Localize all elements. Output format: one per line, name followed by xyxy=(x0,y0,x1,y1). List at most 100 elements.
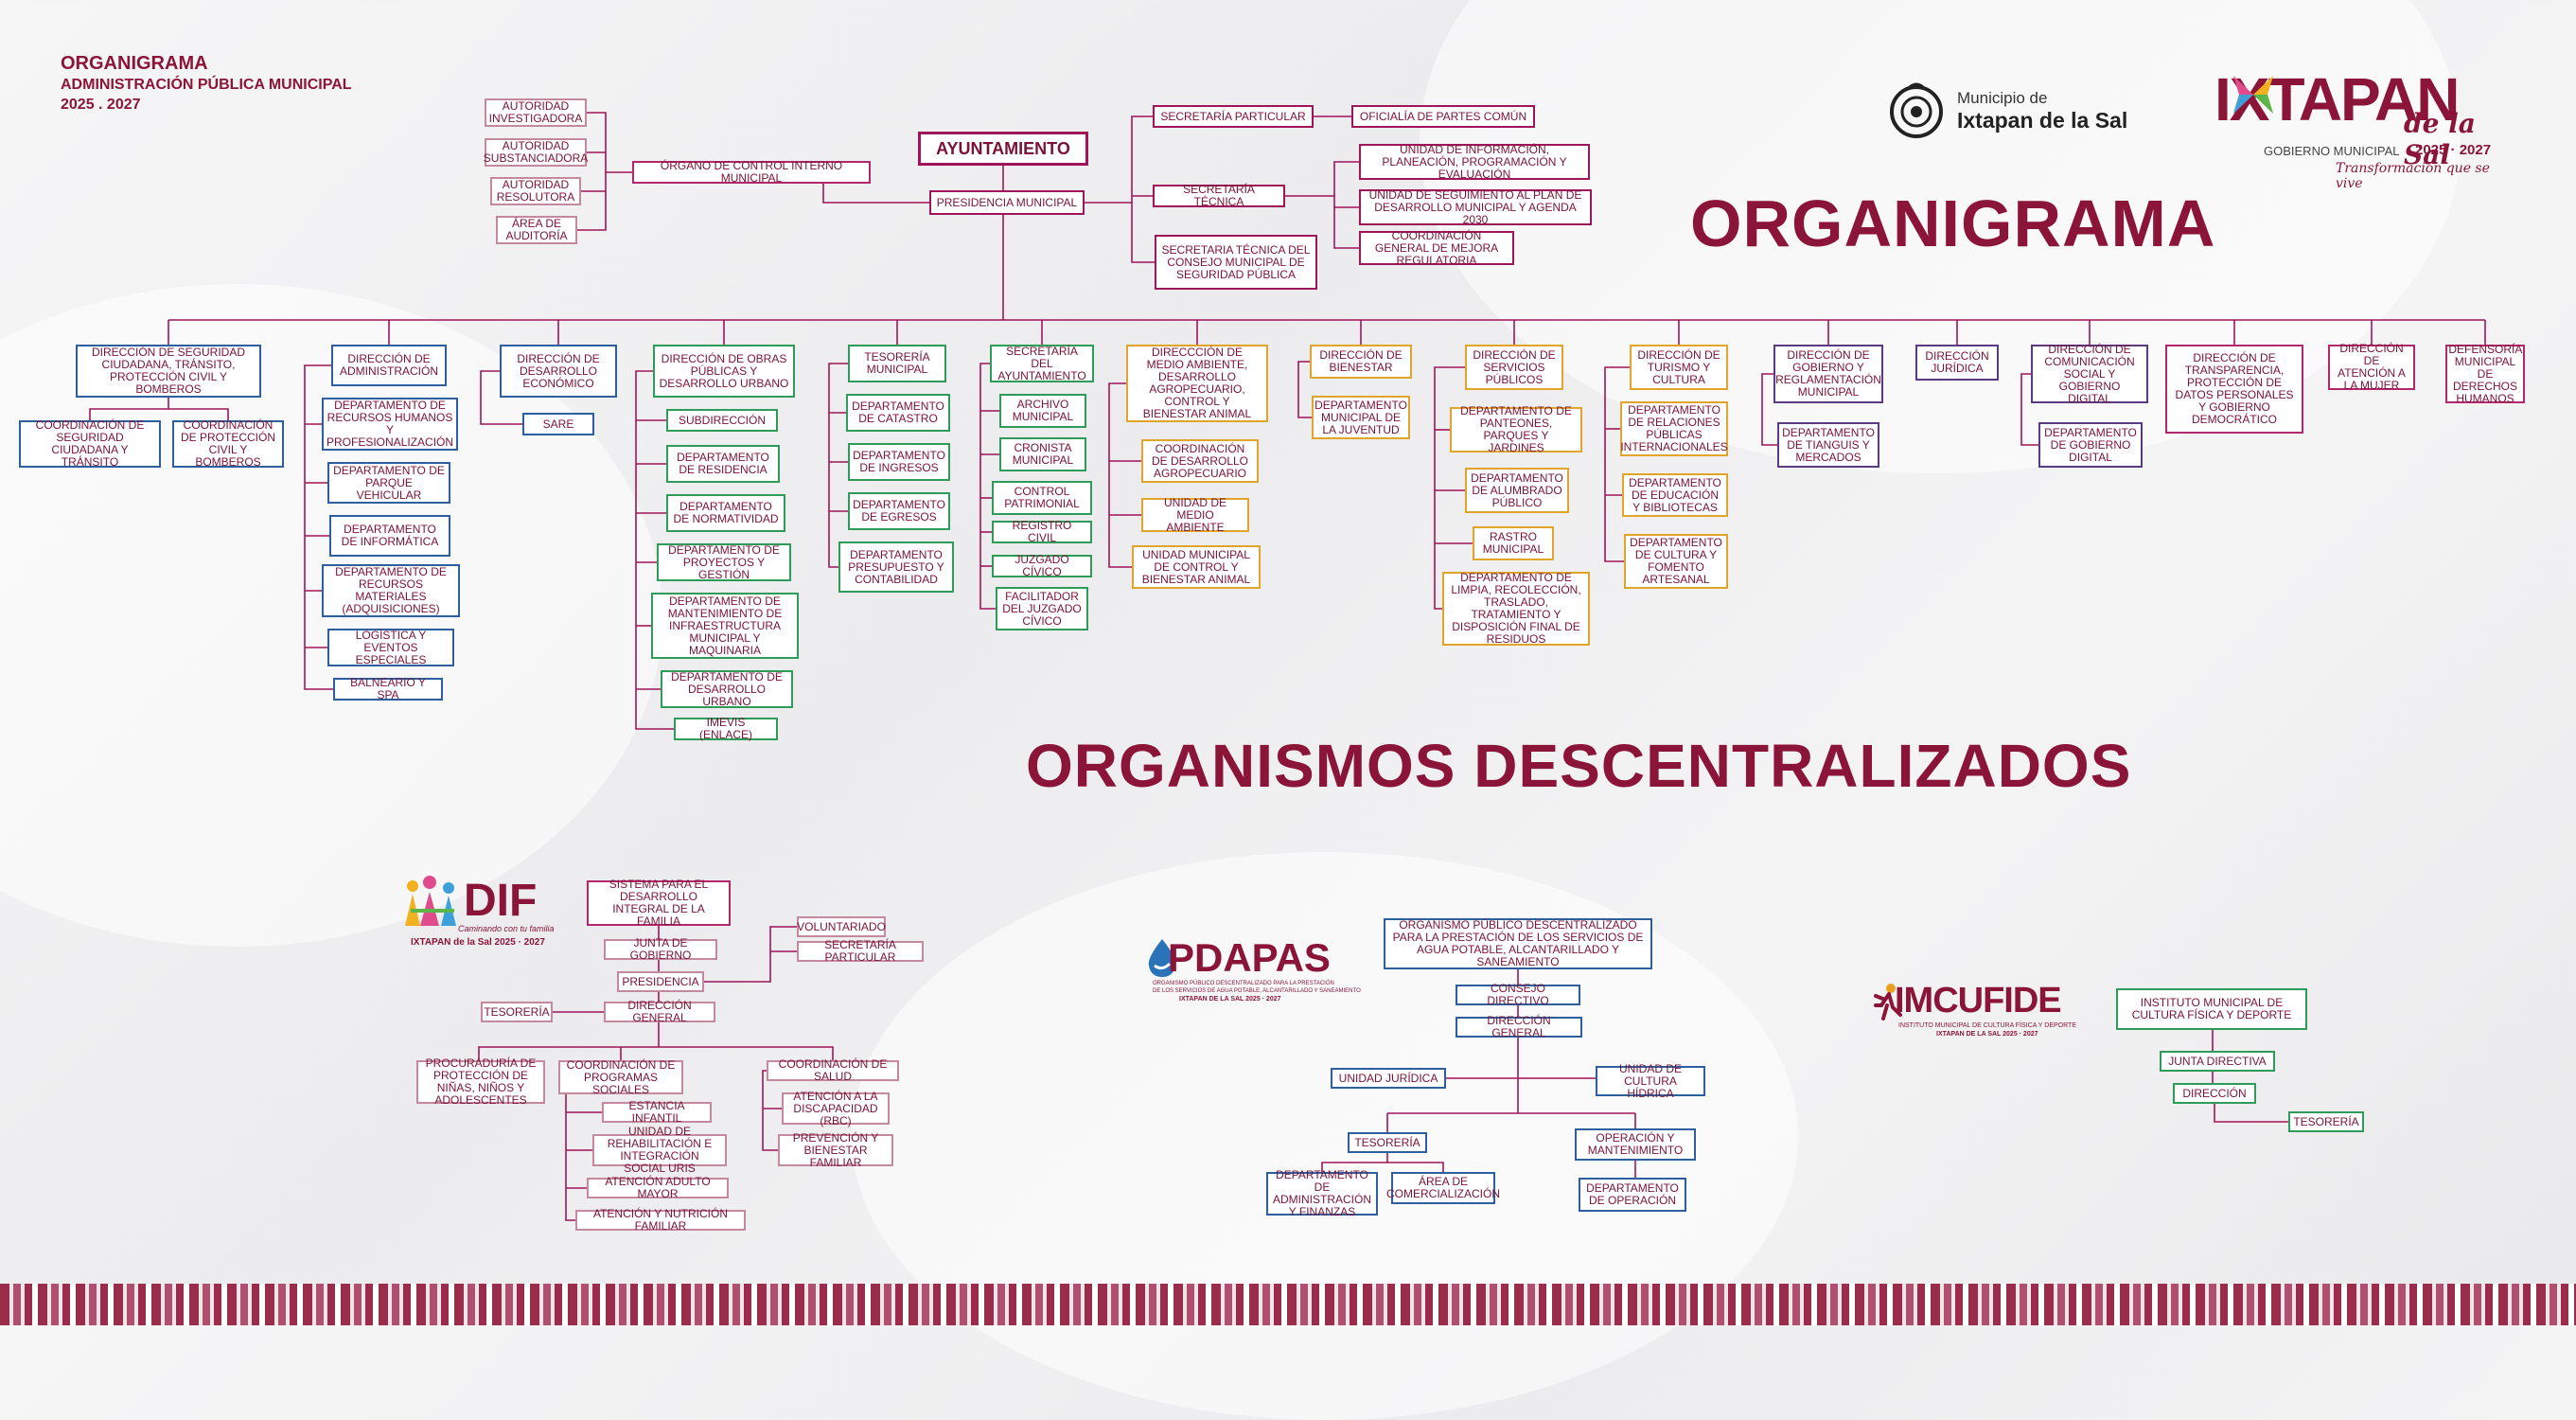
connector-line xyxy=(1085,115,1153,204)
connector-line xyxy=(1131,203,1155,263)
node-im-inst: INSTITUTO MUNICIPAL DE CULTURA FÍSICA Y … xyxy=(2116,988,2307,1030)
node-pd-oper: OPERACIÓN Y MANTENIMIENTO xyxy=(1575,1128,1696,1161)
node-registro: REGISTRO CIVIL xyxy=(992,520,1092,544)
node-autoridad-inv: AUTORIDAD INVESTIGADORA xyxy=(485,98,587,127)
node-sec-tec-consejo: SECRETARIA TÉCNICA DEL CONSEJO MUNICIPAL… xyxy=(1155,235,1317,290)
node-dif-pres: PRESIDENCIA xyxy=(617,971,704,992)
ixtapan-logo-slogan: Transformación que se vive xyxy=(2336,161,2490,191)
municipio-seal-icon xyxy=(1890,82,1943,138)
ixtapan-logo-name: IXTAPAN xyxy=(2214,65,2460,133)
node-pd-consejo: CONSEJO DIRECTIVO xyxy=(1456,983,1580,1007)
connector-line xyxy=(704,926,797,983)
node-im-junta: JUNTA DIRECTIVA xyxy=(2160,1051,2275,1072)
node-dir-des-eco: DIRECCIÓN DE DESARROLLO ECONÓMICO xyxy=(500,345,617,398)
node-dif-dir: DIRECCIÓN GENERAL xyxy=(604,1000,715,1024)
node-dif-estancia: ESTANCIA INFANTIL xyxy=(602,1100,712,1125)
header-title: ORGANIGRAMA xyxy=(61,53,208,74)
node-dif-adulto: ATENCIÓN ADULTO MAYOR xyxy=(587,1176,729,1200)
node-sec-ayto: SECRETARÍA DEL AYUNTAMIENTO xyxy=(990,345,1094,382)
node-pd-admin: DEPARTAMENTO DE ADMINISTRACIÓN Y FINANZA… xyxy=(1266,1169,1378,1218)
connector-line xyxy=(1297,361,1312,418)
node-autoridad-res: AUTORIDAD RESOLUTORA xyxy=(490,177,581,205)
imcufide-logo-sub1: INSTITUTO MUNICIPAL DE CULTURA FÍSICA Y … xyxy=(1898,1022,2076,1029)
ixtapan-logo-script: de la Sal xyxy=(2404,108,2476,170)
header-years: 2025 . 2027 xyxy=(61,97,141,113)
connector-line xyxy=(577,172,607,231)
node-coord-mejora: COORDINACIÓN GENERAL DE MEJORA REGULATOR… xyxy=(1359,229,1514,266)
node-autoridad-sub: AUTORIDAD SUBSTANCIADORA xyxy=(483,138,589,167)
node-dif-coord-salud: COORDINACIÓN DE SALUD xyxy=(767,1058,899,1083)
imcufide-logo: IMCUFIDE INSTITUTO MUNICIPAL DE CULTURA … xyxy=(1872,981,2090,1047)
node-balneario: BALNEARIO Y SPA xyxy=(333,677,443,701)
node-dir-seguridad: DIRECCIÓN DE SEGURIDAD CIUDADANA, TRÁNSI… xyxy=(76,345,261,398)
connector-line xyxy=(635,370,674,730)
node-subdireccion: SUBDIRECCIÓN xyxy=(666,409,778,432)
connector-line xyxy=(1333,196,1359,249)
water-drop-icon xyxy=(1148,939,1176,977)
connector-line xyxy=(89,398,169,420)
node-dep-inf: DEPARTAMENTO DE INFORMÁTICA xyxy=(329,515,450,557)
connector-line xyxy=(2214,1104,2288,1123)
connector-line xyxy=(1285,161,1359,197)
node-logistica: LOGÍSTICA Y EVENTOS ESPECIALES xyxy=(327,629,454,666)
node-juzgado: JUZGADO CÍVICO xyxy=(992,554,1092,578)
node-imevis: IMEVIS (ENLACE) xyxy=(674,717,778,741)
node-dir-admin: DIRECCIÓN DE ADMINISTRACIÓN xyxy=(331,345,447,386)
node-pd-tes: TESORERÍA xyxy=(1348,1132,1427,1153)
node-dir-medio: DIRECCCIÓN DE MEDIO AMBIENTE, DESARROLLO… xyxy=(1126,345,1268,422)
node-uni-medio: UNIDAD DE MEDIO AMBIENTE xyxy=(1141,496,1249,533)
imcufide-logo-sub2: IXTAPAN DE LA SAL 2025 · 2027 xyxy=(1936,1031,2038,1038)
node-control-pat: CONTROL PATRIMONIAL xyxy=(992,481,1092,515)
node-pd-cult: UNIDAD DE CULTURA HÍDRICA xyxy=(1596,1062,1705,1099)
connector-line xyxy=(1321,1153,1388,1172)
node-dif-tes: TESORERÍA xyxy=(481,1002,553,1022)
connector-line xyxy=(168,408,229,420)
node-coord-prot: COORDINACIÓN DE PROTECCIÓN CIVIL Y BOMBE… xyxy=(172,419,284,469)
node-defensoria: DEFENSORÍA MUNICIPAL DE DERECHOS HUMANOS xyxy=(2445,343,2525,404)
municipio-logo: Municipio de Ixtapan de la Sal xyxy=(1887,74,2143,155)
node-dep-panteones: DEPARTAMENTO DE PANTEONES, PARQUES Y JAR… xyxy=(1450,405,1582,454)
connector-line xyxy=(558,1076,575,1221)
municipio-logo-small: Municipio de xyxy=(1957,89,2048,107)
node-dep-alumbrado: DEPARTAMENTO DE ALUMBRADO PÚBLICO xyxy=(1465,468,1569,513)
connector-line xyxy=(1387,1162,1444,1172)
connector-line xyxy=(1434,366,1465,610)
connector-line xyxy=(822,184,929,204)
connector-line xyxy=(1108,382,1132,568)
node-dif-secpart: SECRETARÍA PARTICULAR xyxy=(797,939,924,964)
dif-family-icon xyxy=(405,876,456,926)
node-dep-gob-dig: DEPARTAMENTO DE GOBIERNO DIGITAL xyxy=(2038,422,2143,468)
node-im-tes: TESORERÍA xyxy=(2288,1111,2364,1132)
connector-line xyxy=(979,363,996,610)
butterfly-icon xyxy=(2233,76,2273,114)
node-pd-depop: DEPARTAMENTO DE OPERACIÓN xyxy=(1579,1178,1686,1212)
municipio-logo-name: Ixtapan de la Sal xyxy=(1957,108,2128,133)
node-pd-org: ORGANISMO PÚBLICO DESCENTRALIZADO PARA L… xyxy=(1384,918,1652,969)
ixtapan-logo: IXTAPAN de la Sal GOBIERNO MUNICIPAL 202… xyxy=(2214,64,2498,191)
dif-logo-script: Caminando con tu familia xyxy=(458,924,555,933)
node-coord-agro: COORDINACIÓN DE DESARROLLO AGROPECUARIO xyxy=(1141,439,1259,483)
node-dir-juridica: DIRECCIÓN JURÍDICA xyxy=(1915,345,1999,381)
pdapas-logo-name: PDAPAS xyxy=(1168,935,1331,980)
connector-line xyxy=(659,1046,834,1060)
node-dep-presupuesto: DEPARTAMENTO PRESUPUESTO Y CONTABILIDAD xyxy=(838,541,954,593)
node-dif-discap: ATENCIÓN A LA DISCAPACIDAD (RBC) xyxy=(782,1090,890,1127)
node-facilitador: FACILITADOR DEL JUZGADO CÍVICO xyxy=(996,587,1088,630)
node-dep-catastro: DEPARTAMENTO DE CATASTRO xyxy=(846,394,950,432)
node-dir-transp: DIRECCIÓN DE TRANSPARENCIA, PROTECCIÓN D… xyxy=(2165,345,2303,434)
connector-line xyxy=(480,370,522,425)
node-dep-res: DEPARTAMENTO DE RESIDENCIA xyxy=(666,445,780,483)
node-im-dir: DIRECCIÓN xyxy=(2173,1083,2256,1104)
node-dep-cultura: DEPARTAMENTO DE CULTURA Y FOMENTO ARTESA… xyxy=(1624,534,1728,589)
pdapas-logo-sub3: IXTAPAN DE LA SAL 2025 · 2027 xyxy=(1179,996,1281,1003)
connector-line xyxy=(304,364,333,690)
dif-logo-name: DIF xyxy=(464,876,538,926)
node-uni-seg: UNIDAD DE SEGUIMIENTO AL PLAN DE DESARRO… xyxy=(1359,188,1592,225)
descentralizados-title: ORGANISMOS DESCENTRALIZADOS xyxy=(1026,732,2132,800)
node-tesoreria: TESORERÍA MUNICIPAL xyxy=(848,345,946,382)
node-pd-jur: UNIDAD JURÍDICA xyxy=(1331,1068,1446,1089)
node-dif-junta: JUNTA DE GOBIERNO xyxy=(604,937,717,962)
node-dep-limpia: DEPARTAMENTO DE LIMPIA, RECOLECCIÓN, TRA… xyxy=(1442,572,1590,646)
node-dep-rel: DEPARTAMENTO DE RELACIONES PÚBLICAS INTE… xyxy=(1620,401,1728,456)
node-dep-juventud: DEPARTAMENTO MUNICIPAL DE LA JUVENTUD xyxy=(1312,396,1410,439)
